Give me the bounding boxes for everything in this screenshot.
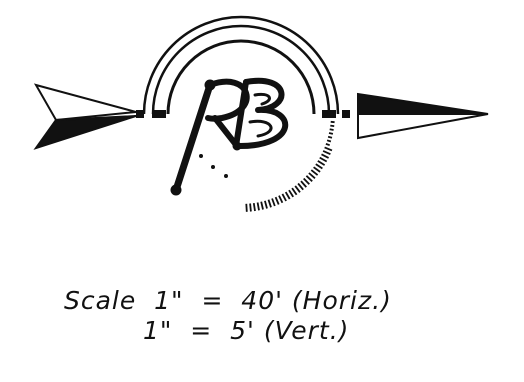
tick-mark: [297, 182, 304, 191]
dots-icon: [199, 154, 228, 178]
tick-mark: [330, 124, 335, 127]
tick-mark: [288, 189, 294, 198]
tick-mark: [300, 180, 307, 188]
tick-mark: [284, 191, 291, 200]
rb-monogram-icon: [170, 77, 289, 196]
tick-mark: [321, 153, 330, 159]
tick-mark: [310, 169, 319, 176]
tick-mark: [303, 177, 310, 185]
scale-horizontal-text: Scale 1" = 40' (Horiz.): [64, 286, 392, 315]
left-dash-icon: [152, 110, 166, 118]
north-arrow-logo: [33, 15, 489, 212]
tick-mark: [256, 202, 260, 211]
scale-note: Scale 1" = 40' (Horiz.) 1" = 5' (Vert.): [0, 280, 524, 380]
left-arrow-icon: [33, 83, 144, 150]
tick-mark: [329, 128, 334, 131]
tick-mark: [315, 163, 323, 170]
tick-mark: [245, 203, 248, 212]
tick-mark: [294, 185, 301, 193]
tick-mark: [271, 198, 276, 207]
compass-arcs-icon: [142, 15, 340, 115]
tick-mark: [291, 187, 298, 196]
tick-mark: [278, 195, 284, 204]
tick-mark: [327, 135, 333, 139]
scale-vertical-text: 1" = 5' (Vert.): [143, 316, 350, 345]
tick-mark: [326, 139, 332, 143]
tick-mark: [325, 143, 330, 147]
tick-mark: [319, 156, 328, 163]
tick-mark: [328, 132, 334, 135]
tick-mark: [252, 202, 256, 212]
tick-mark: [317, 160, 326, 166]
tick-mark: [324, 146, 333, 152]
tick-mark: [322, 150, 331, 156]
tick-mark: [313, 166, 321, 173]
tick-mark: [249, 203, 252, 212]
tick-marks-icon: [245, 120, 335, 212]
right-arrow-icon: [322, 92, 489, 140]
tick-mark: [305, 175, 313, 182]
tick-mark: [264, 200, 268, 209]
tick-mark: [281, 193, 287, 202]
tick-mark: [308, 172, 316, 179]
tick-mark: [274, 196, 280, 205]
tick-mark: [260, 201, 264, 210]
tick-mark: [267, 199, 272, 208]
